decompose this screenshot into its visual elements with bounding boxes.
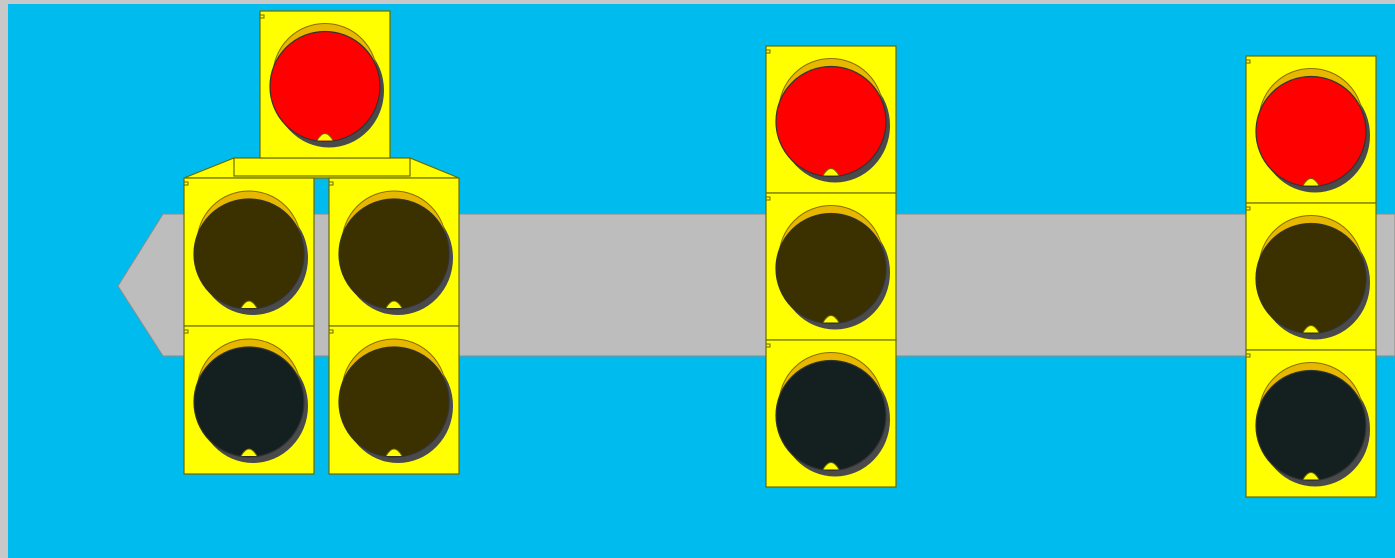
signal-head-right bbox=[1246, 56, 1376, 497]
scene-canvas bbox=[8, 4, 1395, 558]
green-lens bbox=[776, 361, 886, 471]
signal-section-middle bbox=[1246, 203, 1376, 350]
yellow-lens bbox=[1256, 224, 1366, 334]
green-lens bbox=[194, 347, 304, 457]
red-lens bbox=[1256, 77, 1366, 187]
arrow-lens bbox=[339, 347, 449, 457]
signal-head-middle bbox=[766, 46, 896, 487]
signal-section-top bbox=[1246, 56, 1376, 203]
signal-section-right-middle bbox=[329, 178, 459, 326]
cluster-plate bbox=[234, 158, 410, 176]
signal-section-right-bottom bbox=[329, 326, 459, 474]
red-lens bbox=[270, 32, 380, 142]
signal-section-top bbox=[766, 46, 896, 193]
signal-section-left-bottom bbox=[184, 326, 314, 474]
red-lens bbox=[776, 67, 886, 177]
yellow-lens bbox=[339, 199, 449, 309]
signal-section-middle bbox=[766, 193, 896, 340]
signal-section-bottom bbox=[1246, 350, 1376, 497]
green-lens bbox=[1256, 371, 1366, 481]
signal-section-left-middle bbox=[184, 178, 314, 326]
signal-section-bottom bbox=[766, 340, 896, 487]
yellow-lens bbox=[776, 214, 886, 324]
signal-section-top bbox=[260, 11, 390, 158]
yellow-lens bbox=[194, 199, 304, 309]
